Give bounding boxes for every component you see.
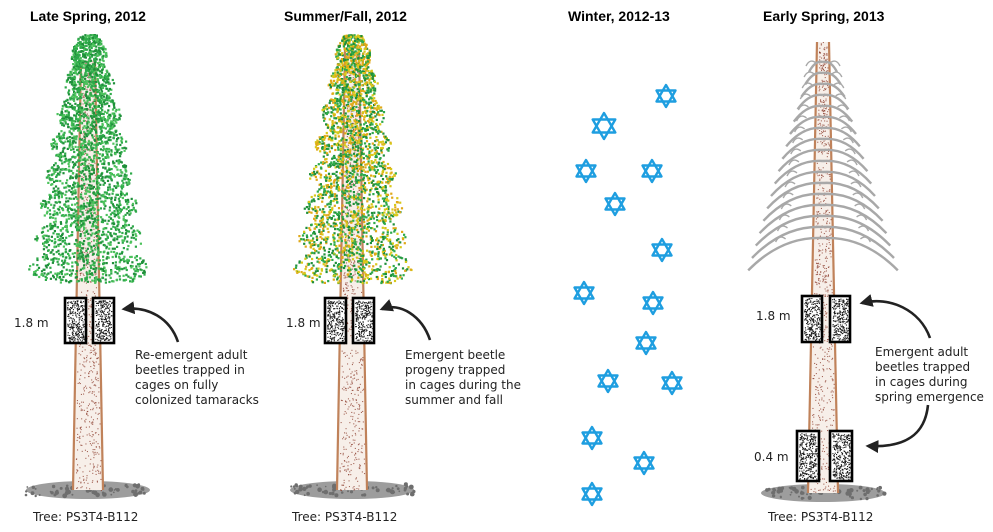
emergence-cage (828, 429, 854, 483)
height-label-1-8m: 1.8 m (756, 309, 791, 323)
panel-title-late-spring: Late Spring, 2012 (30, 8, 146, 24)
snowflake-icon (573, 280, 595, 306)
curved-arrow (379, 299, 432, 341)
dead-branches (747, 60, 899, 272)
height-label-1-8m: 1.8 m (14, 316, 49, 330)
snowflake-icon (642, 290, 664, 316)
snowflake-icon (661, 370, 683, 396)
snowflake-icon (641, 158, 663, 184)
emergence-cage (828, 294, 852, 344)
tree-label: Tree: PS3T4-B112 (768, 510, 874, 524)
snowflake-icon (581, 425, 603, 451)
tree-label: Tree: PS3T4-B112 (292, 510, 398, 524)
caption-late-spring: Re-emergent adult beetles trapped in cag… (135, 348, 259, 407)
snowflake-icon (633, 450, 655, 476)
snowflake-icon (575, 158, 597, 184)
caption-early-spring: Emergent adult beetles trapped in cages … (875, 345, 984, 404)
snowflake-icon (597, 368, 619, 394)
snowflake-icon (651, 237, 673, 263)
panel-title-early-spring: Early Spring, 2013 (763, 8, 885, 24)
curved-arrow (859, 294, 932, 339)
snowflake-icon (604, 191, 626, 217)
emergence-cage (91, 296, 116, 345)
emergence-cage (323, 296, 348, 345)
tree-foliage-yellowing (293, 34, 413, 285)
emergence-cage (795, 429, 821, 483)
height-label-1-8m: 1.8 m (286, 316, 321, 330)
tree-foliage-green (28, 34, 148, 284)
caption-summer-fall: Emergent beetle progeny trapped in cages… (405, 348, 521, 407)
panel-title-summer-fall: Summer/Fall, 2012 (284, 8, 407, 24)
curved-arrow (121, 301, 180, 343)
curved-arrow (865, 404, 930, 454)
snowflake-icon (655, 83, 677, 109)
tree-label: Tree: PS3T4-B112 (33, 510, 139, 524)
snowflake-icon (635, 330, 657, 356)
emergence-cage (63, 296, 88, 345)
snowflake-icon (581, 481, 603, 507)
panel-title-winter: Winter, 2012-13 (568, 8, 670, 24)
emergence-cage (800, 294, 824, 344)
snowflake-icon (591, 111, 617, 141)
emergence-cage (351, 296, 376, 345)
height-label-0-4m: 0.4 m (754, 450, 789, 464)
tree-trunk (806, 41, 840, 494)
